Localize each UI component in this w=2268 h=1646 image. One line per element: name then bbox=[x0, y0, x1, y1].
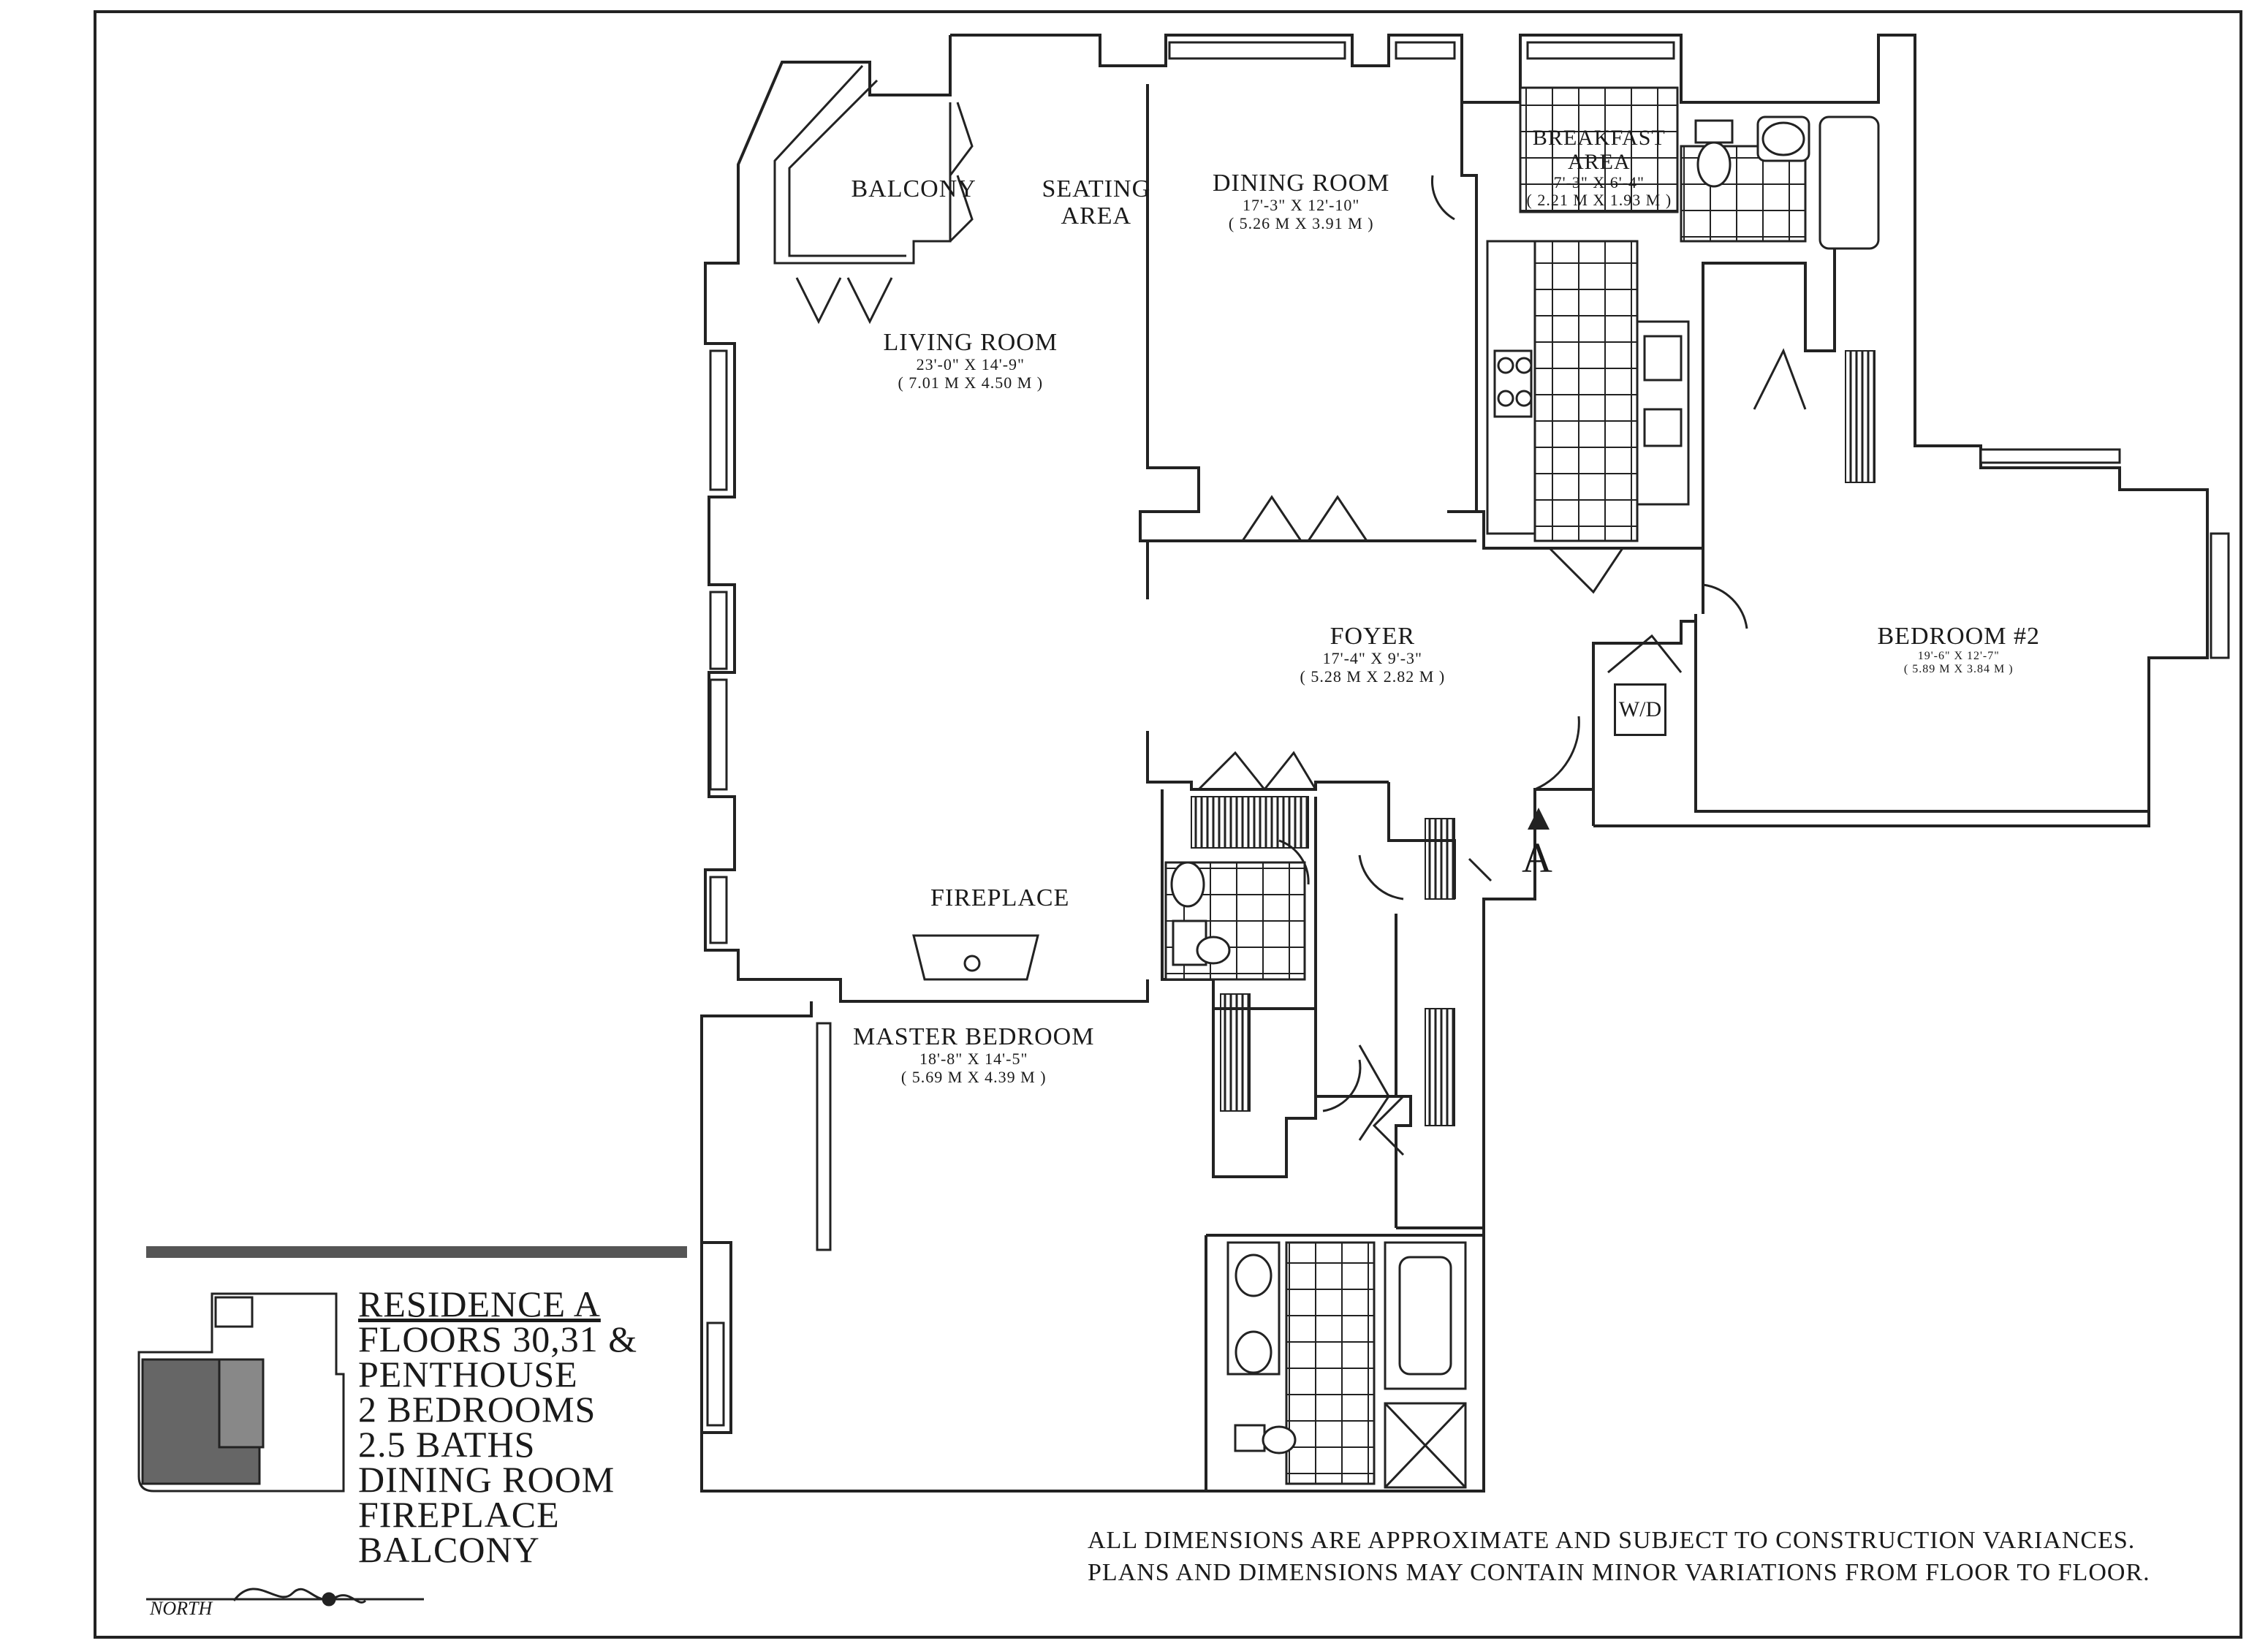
washer-dryer: W/D bbox=[1614, 683, 1666, 736]
seating-area-label: SEATING AREA bbox=[1042, 175, 1151, 230]
living-metric: ( 7.01 M X 4.50 M ) bbox=[898, 373, 1044, 392]
breakfast-metric: ( 2.21 M X 1.93 M ) bbox=[1526, 191, 1672, 210]
legend: RESIDENCE A FLOORS 30,31 & PENTHOUSE 2 B… bbox=[358, 1283, 694, 1570]
seating-name-line2: AREA bbox=[1061, 202, 1132, 230]
master-bedroom-label: MASTER BEDROOM 18'-8" X 14'-5" ( 5.69 M … bbox=[853, 1023, 1094, 1086]
disclaimer-line-1: ALL DIMENSIONS ARE APPROXIMATE AND SUBJE… bbox=[1088, 1527, 2136, 1554]
section-marker-label: A bbox=[1522, 834, 1552, 881]
legend-line-dining: DINING ROOM bbox=[358, 1459, 615, 1500]
disclaimer: ALL DIMENSIONS ARE APPROXIMATE AND SUBJE… bbox=[1088, 1525, 2199, 1589]
dining-room-label: DINING ROOM 17'-3" X 12'-10" ( 5.26 M X … bbox=[1213, 170, 1389, 232]
balcony-name: BALCONY bbox=[851, 175, 976, 202]
master-metric: ( 5.69 M X 4.39 M ) bbox=[900, 1067, 1047, 1086]
legend-line-floors: FLOORS 30,31 & bbox=[358, 1319, 638, 1359]
breakfast-name-line2: AREA bbox=[1568, 150, 1631, 174]
kitchen-counters bbox=[1486, 240, 1690, 535]
breakfast-area-label: BREAKFAST AREA 7'-3" X 6'-4" ( 2.21 M X … bbox=[1527, 126, 1672, 209]
living-name: LIVING ROOM bbox=[883, 329, 1058, 356]
legend-bar bbox=[146, 1246, 687, 1258]
dining-metric: ( 5.26 M X 3.91 M ) bbox=[1228, 213, 1374, 232]
section-arrow bbox=[1528, 808, 1550, 830]
tiled-floors bbox=[1164, 86, 1807, 1485]
seating-name-line1: SEATING bbox=[1042, 175, 1151, 202]
fireplace-name: FIREPLACE bbox=[930, 884, 1070, 911]
legend-line-baths: 2.5 BATHS bbox=[358, 1424, 536, 1465]
fireplace-label: FIREPLACE bbox=[930, 884, 1069, 911]
breakfast-name-line1: BREAKFAST bbox=[1532, 126, 1666, 150]
legend-title: RESIDENCE A bbox=[358, 1283, 601, 1324]
master-name: MASTER BEDROOM bbox=[853, 1023, 1095, 1050]
living-room-label: LIVING ROOM 23'-0" X 14'-9" ( 7.01 M X 4… bbox=[884, 329, 1058, 392]
north-arrow bbox=[146, 1588, 424, 1607]
wd-label: W/D bbox=[1618, 697, 1662, 721]
door-swings bbox=[795, 102, 1807, 1156]
bedroom2-metric: ( 5.89 M X 3.84 M ) bbox=[1903, 662, 2014, 675]
foyer-name: FOYER bbox=[1330, 623, 1416, 650]
sheet-border bbox=[94, 10, 2242, 1639]
foyer-dims: 17'-4" X 9'-3" bbox=[1322, 649, 1423, 668]
breakfast-dims: 7'-3" X 6'-4" bbox=[1553, 173, 1645, 191]
living-dims: 23'-0" X 14'-9" bbox=[916, 355, 1025, 374]
north-label: NORTH bbox=[150, 1598, 213, 1619]
fireplace-hearth bbox=[912, 934, 1039, 981]
bedroom2-dims: 19'-6" X 12'-7" bbox=[1917, 650, 2000, 663]
foyer-metric: ( 5.28 M X 2.82 M ) bbox=[1300, 667, 1446, 686]
legend-line-bedrooms: 2 BEDROOMS bbox=[358, 1389, 596, 1430]
master-dims: 18'-8" X 14'-5" bbox=[919, 1050, 1028, 1069]
legend-line-balcony: BALCONY bbox=[358, 1529, 540, 1570]
legend-line-penthouse: PENTHOUSE bbox=[358, 1354, 578, 1395]
bedroom2-name: BEDROOM #2 bbox=[1877, 623, 2041, 650]
dining-dims: 17'-3" X 12'-10" bbox=[1242, 196, 1360, 215]
disclaimer-line-2: PLANS AND DIMENSIONS MAY CONTAIN MINOR V… bbox=[1088, 1559, 2150, 1586]
bedroom-2-label: BEDROOM #2 19'-6" X 12'-7" ( 5.89 M X 3.… bbox=[1878, 623, 2041, 676]
legend-line-fireplace: FIREPLACE bbox=[358, 1494, 560, 1535]
windows bbox=[706, 41, 2230, 1427]
dining-name: DINING ROOM bbox=[1213, 170, 1390, 197]
balcony-label: BALCONY bbox=[852, 175, 976, 202]
foyer-label: FOYER 17'-4" X 9'-3" ( 5.28 M X 2.82 M ) bbox=[1300, 623, 1446, 686]
bath-fixtures bbox=[1170, 115, 1880, 1489]
key-plan bbox=[137, 1292, 345, 1493]
closets bbox=[1191, 350, 1876, 1126]
